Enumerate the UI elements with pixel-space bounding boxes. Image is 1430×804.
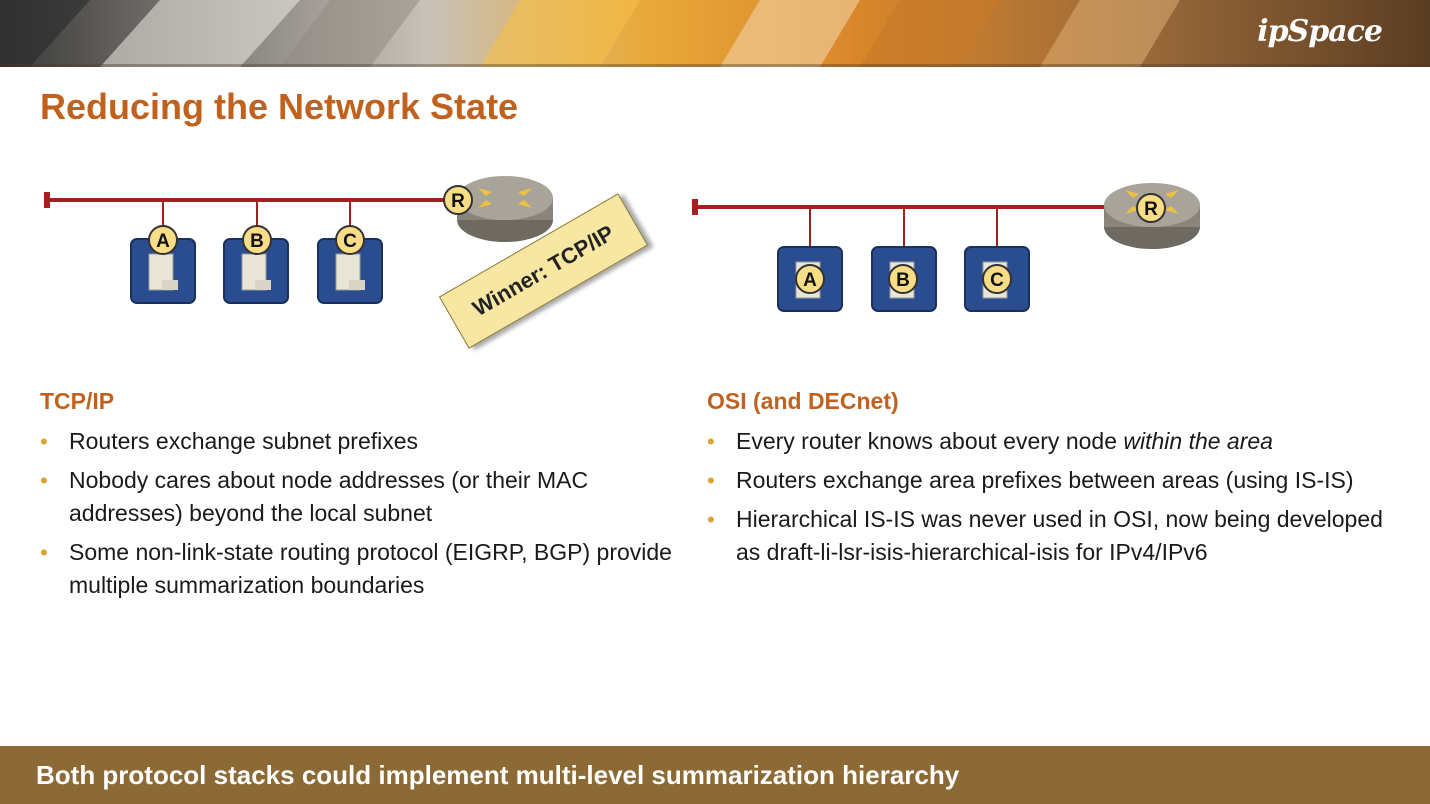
- header-banner: [0, 0, 1430, 67]
- bullet-item: Every router knows about every node with…: [707, 425, 1387, 458]
- tcpip-column: TCP/IP Routers exchange subnet prefixes …: [40, 388, 680, 608]
- osi-heading: OSI (and DECnet): [707, 388, 899, 414]
- host-label-a: A: [803, 270, 817, 291]
- bullet-item: Nobody cares about node addresses (or th…: [40, 464, 680, 530]
- footer-text: Both protocol stacks could implement mul…: [36, 760, 960, 790]
- host-a-icon: [130, 238, 196, 304]
- host-label-a: A: [156, 231, 170, 252]
- bullet-item: Routers exchange subnet prefixes: [40, 425, 680, 458]
- host-label-b: B: [896, 270, 910, 291]
- router-label: R: [1144, 199, 1158, 220]
- router-icon: [457, 176, 553, 242]
- tcpip-diagram: R A B C: [44, 176, 553, 304]
- tcpip-bullet-list: Routers exchange subnet prefixes Nobody …: [40, 425, 680, 602]
- osi-column: OSI (and DECnet) Every router knows abou…: [707, 388, 1387, 575]
- slide-title: Reducing the Network State: [40, 86, 519, 127]
- bullet-item: Hierarchical IS-IS was never used in OSI…: [707, 503, 1387, 569]
- bullet-item: Routers exchange area prefixes between a…: [707, 464, 1387, 497]
- ipspace-logo: ipSpace: [1257, 14, 1383, 49]
- tcpip-heading: TCP/IP: [40, 388, 115, 414]
- osi-diagram: R A B C: [692, 183, 1200, 312]
- osi-bullet-list: Every router knows about every node with…: [707, 425, 1387, 569]
- host-b-icon: [223, 238, 289, 304]
- footer-bar: Both protocol stacks could implement mul…: [0, 746, 1430, 804]
- host-label-c: C: [990, 270, 1004, 291]
- bullet-item: Some non-link-state routing protocol (EI…: [40, 536, 680, 602]
- host-label-b: B: [250, 231, 264, 252]
- router-label: R: [451, 191, 465, 212]
- host-label-c: C: [343, 231, 357, 252]
- bullet-text: Every router knows about every node: [736, 428, 1124, 454]
- bullet-emphasis: within the area: [1123, 428, 1273, 454]
